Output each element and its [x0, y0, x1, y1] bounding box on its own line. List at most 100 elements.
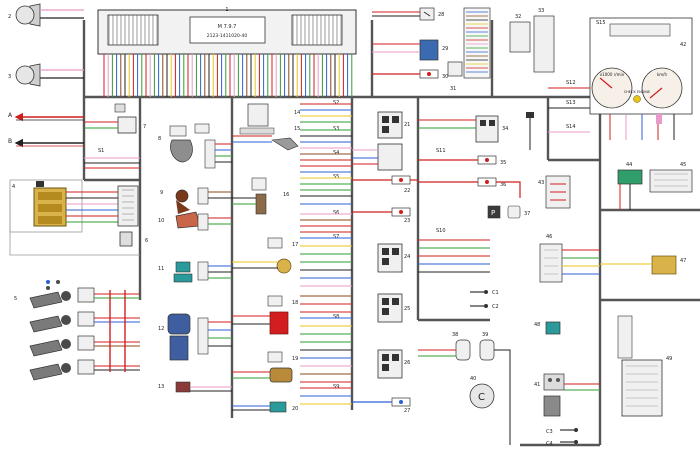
injector-3	[29, 335, 95, 357]
fuse-23: 23	[352, 207, 410, 224]
callout-20: 20	[292, 406, 298, 412]
relay-25: 25	[377, 293, 410, 323]
splice-s1: S1	[98, 148, 104, 154]
callout-18: 18	[292, 300, 298, 306]
check-engine-lamp	[633, 95, 641, 103]
callout-9: 9	[160, 190, 163, 196]
arrow-b: B	[8, 138, 84, 148]
relay-21: 21	[352, 111, 410, 171]
callout-30: 30	[442, 74, 448, 80]
connector-stack-left	[117, 185, 139, 227]
splice-s2: S2	[333, 100, 339, 106]
splice-s13: S13	[566, 100, 576, 106]
splice-s8: S8	[333, 314, 339, 320]
sensor-20: 20	[232, 401, 298, 413]
splice-s12: S12	[566, 80, 576, 86]
fuse-35: 35	[418, 155, 506, 166]
device-29: 29	[372, 39, 448, 61]
connector-bundle-top: 32 33	[463, 7, 555, 79]
s12-s14-wires	[526, 87, 590, 150]
callout-45: 45	[680, 162, 686, 168]
component-44: 44	[617, 162, 643, 210]
callout-31: 31	[450, 86, 456, 92]
callout-32: 32	[515, 14, 521, 20]
callout-25: 25	[404, 306, 410, 312]
ground-c2: C2	[470, 304, 499, 310]
callout-8: 8	[158, 136, 161, 142]
label-b: B	[8, 138, 12, 145]
injector-4	[29, 359, 95, 381]
component-46: 46	[539, 234, 600, 283]
splice-s10: S10	[436, 228, 446, 234]
callout-15: 15	[294, 126, 300, 132]
component-45: 45	[649, 162, 693, 193]
splice-s15: S15	[596, 20, 606, 26]
callout-22: 22	[404, 188, 410, 194]
splice-s9: S9	[333, 384, 339, 390]
ground-c1-label: C1	[492, 290, 499, 296]
mark-p: P	[491, 209, 495, 217]
ecu-pin-wires	[103, 54, 353, 97]
callout-27: 27	[404, 408, 410, 414]
ground-c2-label: C2	[492, 304, 499, 310]
fuse-27: 27	[352, 397, 410, 414]
ecu-part-number: 2123-1411020-40	[207, 33, 248, 39]
splice-s7: S7	[333, 234, 339, 240]
ecu-callout: 1	[225, 7, 228, 13]
splice-column: S2 S3 S4 S5 S6 S7 S8 S9	[333, 100, 339, 390]
callout-21: 21	[404, 122, 410, 128]
callout-41: 41	[534, 382, 540, 388]
callout-3: 3	[8, 74, 11, 80]
sensor-17: 17	[232, 237, 298, 274]
ecu-connector-left	[107, 14, 159, 46]
splice-wires	[300, 103, 352, 405]
injector-1	[29, 287, 95, 309]
label-a: A	[8, 112, 13, 119]
sensor-8: 8	[158, 123, 232, 169]
device-30: 30	[372, 69, 448, 80]
sensor-11: 11	[158, 261, 232, 283]
arrow-a: A	[8, 112, 84, 122]
component-48: 48	[534, 315, 633, 359]
splice-s3: S3	[333, 126, 339, 132]
callout-19: 19	[292, 356, 298, 362]
gauge-speed-label: km/h	[657, 72, 668, 77]
cluster-wires	[609, 114, 675, 140]
gauge-rpm-label: x1000 r/min	[600, 72, 625, 77]
ecu-module: M 7.9.7 2123-1411020-40 1	[97, 7, 357, 55]
callout-16: 16	[283, 192, 289, 198]
ground-c4-label: C4	[546, 441, 553, 447]
callout-14: 14	[294, 110, 300, 116]
sensor-19: 19	[232, 351, 298, 383]
callout-13: 13	[158, 384, 164, 390]
component-39: 39	[479, 332, 495, 361]
splice-s11: S11	[436, 148, 446, 154]
component-40: C 40	[418, 349, 511, 445]
callout-40: 40	[470, 376, 476, 382]
callout-10: 10	[158, 218, 164, 224]
callout-48: 48	[534, 322, 540, 328]
callout-4: 4	[12, 184, 15, 190]
callout-26: 26	[404, 360, 410, 366]
fuse-22: 22	[352, 175, 418, 194]
callout-35: 35	[500, 160, 506, 166]
callout-6: 6	[145, 238, 148, 244]
mark-c: C	[478, 392, 485, 403]
callout-39: 39	[482, 332, 488, 338]
callout-28: 28	[438, 12, 444, 18]
callout-43: 43	[538, 180, 544, 186]
fuse-36: 36	[418, 177, 521, 198]
splice-s4: S4	[333, 150, 339, 156]
injectors-group: 5	[14, 280, 140, 381]
device-31: 31	[447, 61, 463, 92]
sensor-12: 12	[158, 313, 232, 361]
ground-c3-label: C3	[546, 429, 553, 435]
relay-24: 24	[377, 243, 410, 273]
ground-c1: C1	[470, 290, 499, 296]
sensor-14: 14 15	[232, 103, 300, 151]
s1-wires	[84, 157, 140, 169]
sensor-18: 18	[232, 295, 298, 335]
ecu-connector-right	[291, 14, 343, 46]
component-37: P 37	[487, 205, 530, 219]
callout-42: 42	[680, 42, 686, 48]
